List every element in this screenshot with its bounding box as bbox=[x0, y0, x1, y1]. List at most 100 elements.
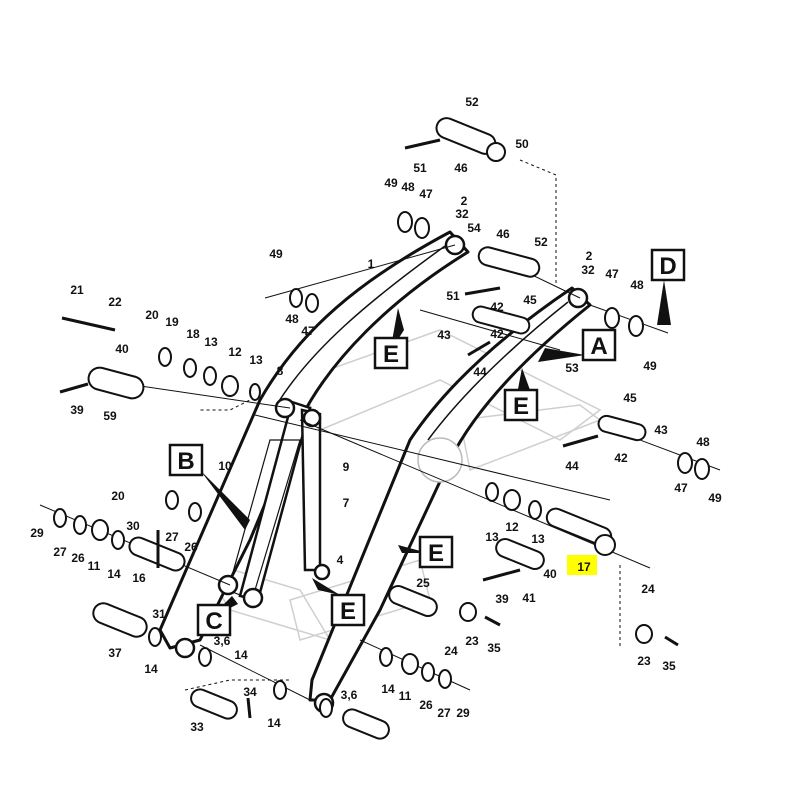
callout-box-b bbox=[168, 443, 204, 477]
part-label: 14 bbox=[381, 682, 395, 696]
callout-b: B bbox=[177, 448, 194, 475]
callout-e-1: E bbox=[383, 341, 399, 368]
part-label: 13 bbox=[485, 530, 499, 544]
part-label: 47 bbox=[419, 187, 433, 201]
part-label: 26 bbox=[184, 540, 198, 554]
part-label: 4 bbox=[337, 553, 344, 567]
callout-boxes bbox=[168, 248, 686, 637]
part-label: 33 bbox=[190, 720, 204, 734]
callout-box-c bbox=[196, 603, 232, 637]
part-label: 14 bbox=[107, 567, 121, 581]
part-label: 51 bbox=[446, 289, 460, 303]
part-label: 3,6 bbox=[341, 688, 358, 702]
part-label: 11 bbox=[399, 689, 412, 703]
part-label: 26 bbox=[71, 551, 85, 565]
part-label: 32 bbox=[581, 263, 595, 277]
part-label: 39 bbox=[495, 592, 509, 606]
part-label: 27 bbox=[165, 530, 179, 544]
part-label: 35 bbox=[487, 641, 501, 655]
part-label: 41 bbox=[522, 591, 536, 605]
part-label: 13 bbox=[531, 532, 545, 546]
part-label: 22 bbox=[108, 295, 122, 309]
part-label: 25 bbox=[416, 576, 430, 590]
part-label: 14 bbox=[144, 662, 158, 676]
part-label: 14 bbox=[267, 716, 281, 730]
part-label: 45 bbox=[623, 391, 637, 405]
part-label: 48 bbox=[401, 180, 415, 194]
part-label: 23 bbox=[465, 634, 479, 648]
part-label: 2 bbox=[461, 194, 468, 208]
part-label: 48 bbox=[285, 312, 299, 326]
part-label: 24 bbox=[641, 582, 655, 596]
part-label: 52 bbox=[465, 95, 479, 109]
part-label: 37 bbox=[108, 646, 122, 660]
part-label: 42 bbox=[490, 300, 504, 314]
part-label: 3,6 bbox=[214, 634, 231, 648]
part-label: 50 bbox=[515, 137, 529, 151]
callout-a: A bbox=[590, 333, 607, 360]
part-label: 23 bbox=[637, 654, 651, 668]
part-label: 48 bbox=[630, 278, 644, 292]
callout-letters: D A B C E E E E bbox=[177, 253, 676, 635]
part-label: 59 bbox=[103, 409, 117, 423]
callout-box-d bbox=[650, 248, 686, 282]
part-label: 26 bbox=[419, 698, 433, 712]
callout-box-e-3 bbox=[418, 535, 454, 569]
pins-and-bushings bbox=[53, 117, 710, 740]
part-label: 35 bbox=[662, 659, 676, 673]
part-label: 39 bbox=[70, 403, 84, 417]
part-label: 16 bbox=[132, 571, 146, 585]
callout-e-3: E bbox=[428, 540, 444, 567]
part-label: 40 bbox=[543, 567, 557, 581]
part-label: 54 bbox=[467, 221, 481, 235]
part-label: 2 bbox=[586, 249, 593, 263]
part-label: 29 bbox=[30, 526, 44, 540]
part-label: 10 bbox=[218, 459, 232, 473]
part-label: 13 bbox=[204, 335, 218, 349]
part-label: 47 bbox=[605, 267, 619, 281]
part-label: 52 bbox=[534, 235, 548, 249]
highlight-marker bbox=[567, 555, 597, 575]
part-label: 19 bbox=[165, 315, 179, 329]
part-label: 14 bbox=[234, 648, 248, 662]
part-label: 7 bbox=[343, 496, 350, 510]
callout-c: C bbox=[205, 608, 222, 635]
part-label: 43 bbox=[654, 423, 668, 437]
part-label: 34 bbox=[243, 685, 257, 699]
part-label: 40 bbox=[115, 342, 129, 356]
part-label: 12 bbox=[505, 520, 519, 534]
part-label: 20 bbox=[111, 489, 125, 503]
part-label: 49 bbox=[269, 247, 283, 261]
right-boom-arm bbox=[308, 286, 592, 702]
part-label: 11 bbox=[88, 559, 101, 573]
callout-box-a bbox=[581, 328, 617, 362]
callout-e-2: E bbox=[513, 393, 529, 420]
callout-box-e-1 bbox=[373, 336, 409, 370]
callout-box-e-4 bbox=[330, 593, 366, 627]
dashed-leaders bbox=[184, 159, 621, 691]
part-label: 46 bbox=[496, 227, 510, 241]
callout-d: D bbox=[659, 253, 676, 280]
part-label: 32 bbox=[455, 207, 469, 221]
callout-box-e-2 bbox=[503, 388, 539, 422]
part-label: 46 bbox=[454, 161, 468, 175]
part-label-17-highlighted: 17 bbox=[577, 560, 591, 574]
part-label: 8 bbox=[277, 364, 284, 378]
part-label: 49 bbox=[643, 359, 657, 373]
part-label: 30 bbox=[126, 519, 140, 533]
part-label: 18 bbox=[186, 327, 200, 341]
part-label: 9 bbox=[343, 460, 350, 474]
part-label: 13 bbox=[249, 353, 263, 367]
callout-e-4: E bbox=[340, 598, 356, 625]
part-label: 45 bbox=[523, 293, 537, 307]
part-label: 12 bbox=[228, 345, 242, 359]
part-label: 31 bbox=[152, 607, 166, 621]
part-label: 48 bbox=[696, 435, 710, 449]
part-label: 42 bbox=[490, 327, 504, 341]
part-label: 47 bbox=[301, 324, 315, 338]
part-label: 27 bbox=[53, 545, 67, 559]
part-label: 20 bbox=[145, 308, 159, 322]
